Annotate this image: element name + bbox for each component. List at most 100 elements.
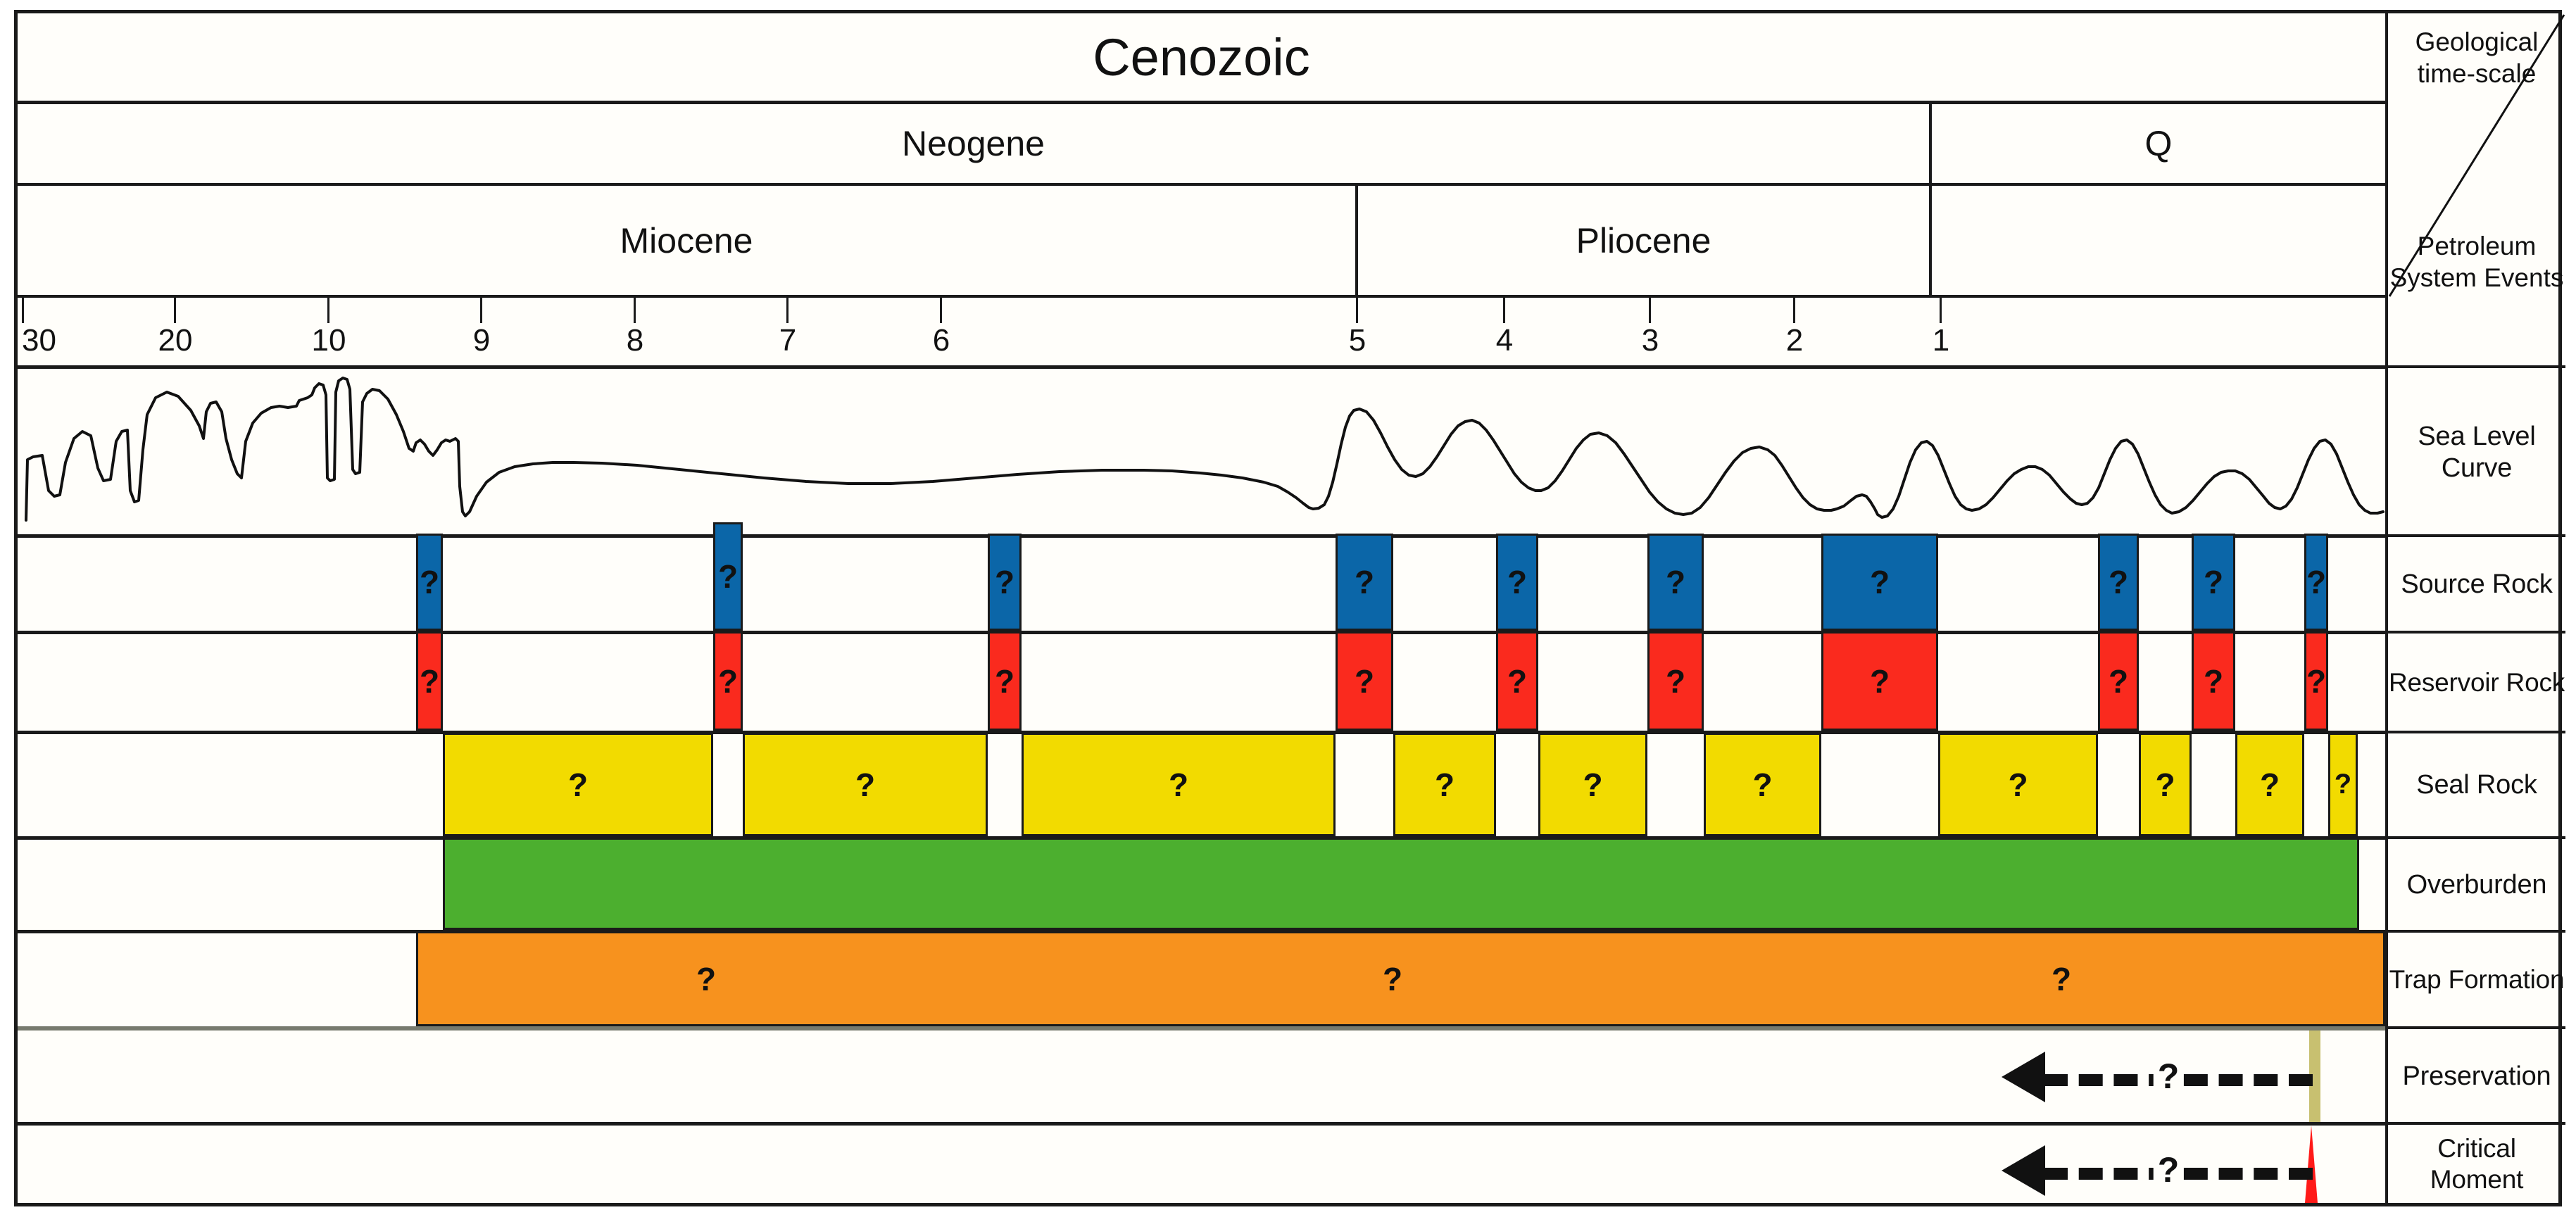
bar-marker: ? xyxy=(2008,766,2028,803)
source-rock-bar[interactable]: ? xyxy=(2192,534,2235,631)
labelcol-divider-8 xyxy=(2388,1122,2565,1125)
critical-moment-question: ? xyxy=(2153,1149,2184,1190)
seal-rock-bar[interactable]: ? xyxy=(1704,733,1821,836)
axis-tick-10 xyxy=(327,298,329,323)
source-rock-bar[interactable]: ? xyxy=(1336,534,1393,631)
axis-label-6: 6 xyxy=(932,323,950,358)
epoch-miocene: Miocene xyxy=(18,186,1355,295)
axis-label-2: 2 xyxy=(1785,323,1804,358)
source-rock-row: ? ? ? ? ? ? ? ? ? ? xyxy=(18,522,2385,631)
axis-label-9: 9 xyxy=(472,323,491,358)
seal-rock-row: ? ? ? ? ? ? ? ? ? ? xyxy=(18,733,2385,836)
seal-rock-bar[interactable]: ? xyxy=(2235,733,2304,836)
source-rock-bar[interactable]: ? xyxy=(1647,534,1704,631)
reservoir-rock-row: ? ? ? ? ? ? ? ? ? ? xyxy=(18,631,2385,731)
bar-marker: ? xyxy=(2334,769,2352,800)
overburden-row xyxy=(18,838,2385,930)
bar-marker: ? xyxy=(419,564,440,600)
overburden-bar[interactable] xyxy=(443,838,2359,930)
row-label-text: Overburden xyxy=(2406,869,2547,900)
labelcol-divider-1 xyxy=(2388,365,2565,368)
labelcol-divider-6 xyxy=(2388,930,2565,933)
row-label-text: Preservation xyxy=(2402,1061,2551,1091)
seal-rock-bar[interactable]: ? xyxy=(1022,733,1336,836)
seal-rock-bar[interactable]: ? xyxy=(1393,733,1496,836)
row-label-text: Source Rock xyxy=(2401,569,2553,599)
time-axis: 30 20 10 9 8 7 6 5 4 3 2 1 xyxy=(18,298,2385,367)
source-rock-bar[interactable]: ? xyxy=(1821,534,1938,631)
row-label-seal-rock: Seal Rock xyxy=(2388,734,2565,836)
divider-sealevel-sourcerock xyxy=(18,534,2385,538)
reservoir-rock-bar[interactable]: ? xyxy=(988,631,1022,731)
labelcol-divider-4 xyxy=(2388,731,2565,733)
row-label-preservation: Preservation xyxy=(2388,1031,2565,1122)
bar-marker: ? xyxy=(1583,766,1603,803)
row-label-overburden: Overburden xyxy=(2388,840,2565,930)
seal-rock-bar[interactable]: ? xyxy=(1938,733,2098,836)
period-neogene: Neogene xyxy=(18,104,1929,183)
divider-axis-sealevel xyxy=(18,365,2385,369)
seal-rock-bar[interactable]: ? xyxy=(443,733,713,836)
axis-tick-20 xyxy=(174,298,176,323)
critical-moment-arrow-head xyxy=(2002,1145,2045,1196)
geological-timescale-label: Geological time-scale xyxy=(2388,26,2565,89)
divider-reservoirrock-sealrock xyxy=(18,731,2385,734)
source-rock-bar[interactable]: ? xyxy=(2304,534,2328,631)
labelcol-divider-5 xyxy=(2388,836,2565,839)
bar-marker: ? xyxy=(2306,564,2327,600)
bar-marker: ? xyxy=(2108,662,2129,700)
reservoir-rock-bar[interactable]: ? xyxy=(1336,631,1393,731)
seal-rock-bar[interactable]: ? xyxy=(2139,733,2192,836)
row-label-critical-moment: Critical Moment xyxy=(2388,1126,2565,1203)
axis-label-8: 8 xyxy=(626,323,644,358)
reservoir-rock-bar[interactable]: ? xyxy=(2304,631,2328,731)
bar-marker: ? xyxy=(2155,766,2175,803)
reservoir-rock-bar[interactable]: ? xyxy=(1821,631,1938,731)
epoch-miocene-label: Miocene xyxy=(620,220,753,260)
chart-frame: Cenozoic Neogene Q Miocene Pliocene xyxy=(14,10,2565,1206)
reservoir-rock-bar[interactable]: ? xyxy=(2192,631,2235,731)
axis-tick-6 xyxy=(940,298,942,323)
bar-marker: ? xyxy=(2052,960,2072,997)
row-label-column: Geological time-scale Petroleum System E… xyxy=(2385,13,2565,1203)
seal-rock-bar[interactable]: ? xyxy=(743,733,988,836)
axis-label-1: 1 xyxy=(1932,323,1950,358)
row-label-text: Reservoir Rock xyxy=(2388,667,2565,697)
bar-marker: ? xyxy=(1752,766,1773,803)
period-neogene-label: Neogene xyxy=(902,124,1045,163)
epoch-pliocene-label: Pliocene xyxy=(1576,220,1711,260)
reservoir-rock-bar[interactable]: ? xyxy=(713,631,743,731)
boundary-pliocene-quaternary xyxy=(1929,186,1932,295)
seal-rock-bar[interactable]: ? xyxy=(2328,733,2358,836)
axis-label-4: 4 xyxy=(1495,323,1514,358)
divider-epoch-axis xyxy=(18,295,2385,298)
reservoir-rock-bar[interactable]: ? xyxy=(1647,631,1704,731)
source-rock-bar[interactable]: ? xyxy=(2098,534,2139,631)
sea-level-curve xyxy=(25,377,2385,522)
critical-moment-marker xyxy=(2305,1126,2318,1203)
row-label-text: Critical Moment xyxy=(2430,1134,2524,1194)
bar-marker: ? xyxy=(1507,662,1528,700)
reservoir-rock-bar[interactable]: ? xyxy=(2098,631,2139,731)
bar-marker: ? xyxy=(1434,766,1455,803)
labelcol-divider-7 xyxy=(2388,1026,2565,1029)
seal-rock-bar[interactable]: ? xyxy=(1538,733,1647,836)
axis-tick-30 xyxy=(22,298,24,323)
bar-marker: ? xyxy=(1168,766,1189,803)
bar-marker: ? xyxy=(717,662,739,700)
source-rock-bar[interactable]: ? xyxy=(988,534,1022,631)
reservoir-rock-bar[interactable]: ? xyxy=(1496,631,1538,731)
reservoir-rock-bar[interactable]: ? xyxy=(416,631,443,731)
row-label-source-rock: Source Rock xyxy=(2388,538,2565,631)
bar-marker: ? xyxy=(1507,564,1528,600)
source-rock-bar[interactable]: ? xyxy=(1496,534,1538,631)
boundary-neogene-quaternary xyxy=(1929,104,1932,183)
labelcol-divider-3 xyxy=(2388,631,2565,634)
trap-formation-row: ? ? ? xyxy=(18,931,2385,1026)
source-rock-bar[interactable]: ? xyxy=(416,534,443,631)
bar-marker: ? xyxy=(855,766,876,803)
trap-formation-bar[interactable]: ? ? ? xyxy=(416,931,2385,1026)
bar-marker: ? xyxy=(717,558,739,595)
source-rock-bar[interactable]: ? xyxy=(713,522,743,631)
